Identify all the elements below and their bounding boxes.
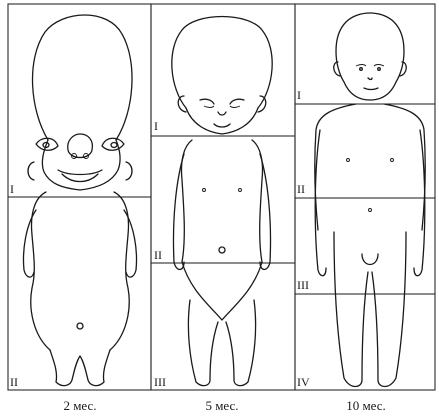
panel-10-months: I II III IV — [295, 4, 435, 390]
fetus-10-months — [315, 13, 426, 387]
division-label: I — [297, 88, 301, 102]
division-label: I — [154, 119, 158, 133]
division-label: IV — [297, 375, 310, 389]
fetus-5-months — [172, 17, 272, 386]
panel-5-months: I II III — [151, 4, 295, 390]
panel-2-months: I II — [8, 4, 151, 390]
division-label: III — [154, 375, 166, 389]
division-label: I — [10, 182, 14, 196]
division-label: II — [10, 375, 18, 389]
caption-10-months: 10 мес. — [306, 398, 426, 414]
division-label: II — [297, 182, 305, 196]
fetus-2-months — [24, 15, 137, 386]
caption-5-months: 5 мес. — [162, 398, 282, 414]
panel-frame — [151, 4, 295, 390]
division-label: III — [297, 278, 309, 292]
caption-2-months: 2 мес. — [20, 398, 140, 414]
division-label: II — [154, 248, 162, 262]
